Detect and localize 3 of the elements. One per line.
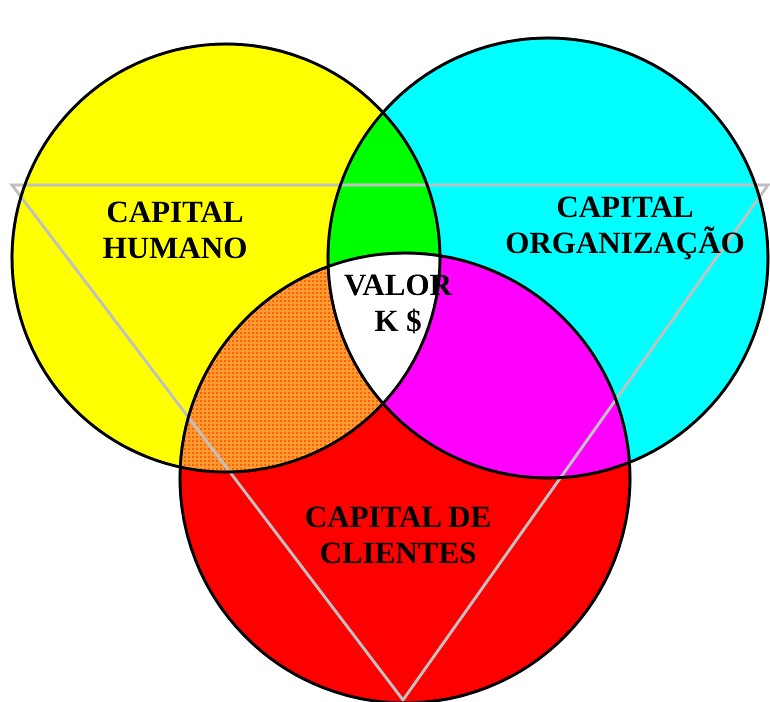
circle-label: CAPITAL HUMANO bbox=[102, 194, 248, 266]
circle-label: CAPITAL DE CLIENTES bbox=[304, 499, 492, 571]
set-circle bbox=[326, 36, 770, 480]
